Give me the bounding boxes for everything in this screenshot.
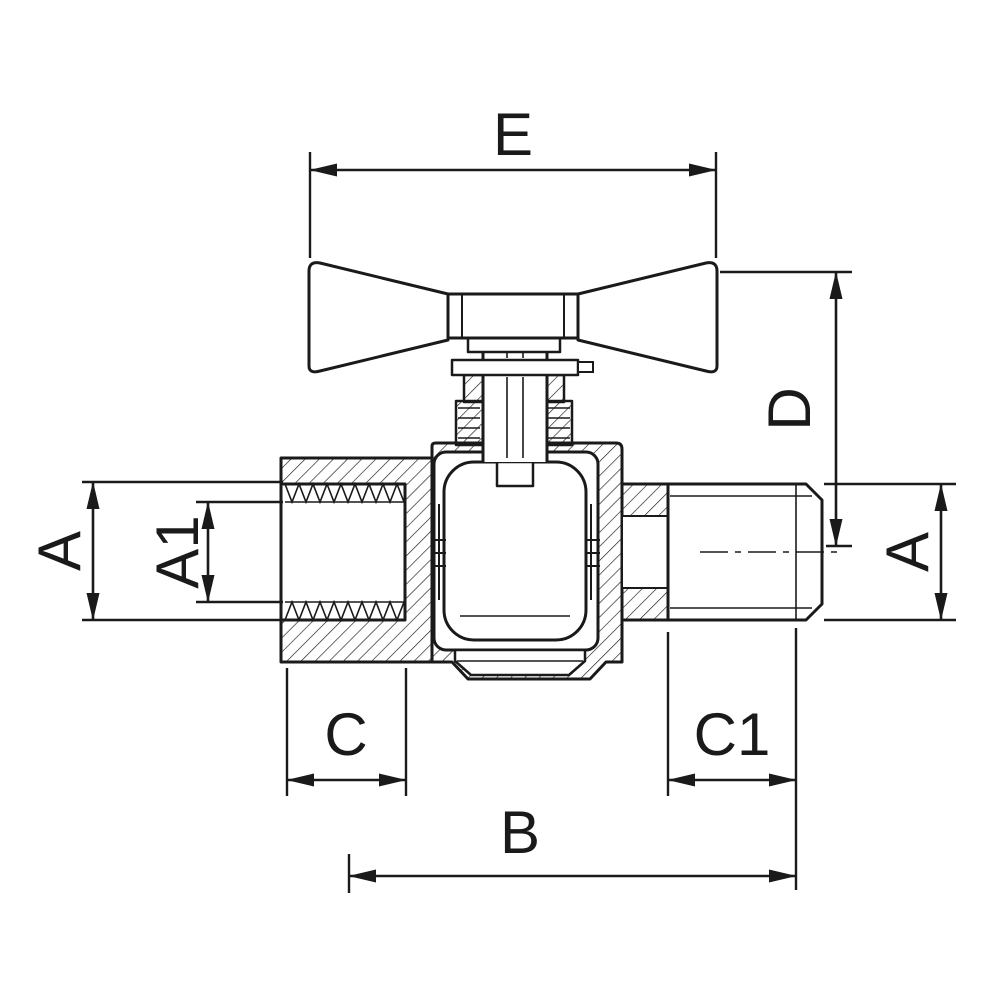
female-bore xyxy=(279,482,407,622)
ball-seats xyxy=(432,504,600,600)
butterfly-handle xyxy=(307,261,719,374)
bottom-retainer xyxy=(453,648,587,677)
dimension-label-a1: A1 xyxy=(144,515,211,588)
dimension-label-c1: C1 xyxy=(694,701,771,768)
dimension-label-b: B xyxy=(500,799,540,866)
ball-stem-slot xyxy=(495,460,535,488)
stem-gland-assembly xyxy=(450,332,594,462)
handle-right-wing xyxy=(576,261,719,374)
male-thread-body xyxy=(666,482,824,622)
dimension-E: E xyxy=(308,101,718,258)
dimension-C: C xyxy=(285,668,408,796)
dimension-A-right: A xyxy=(824,482,956,622)
bonnet-thread-marks xyxy=(458,407,570,439)
dimension-A-left: A xyxy=(26,480,283,622)
dimension-D: D xyxy=(720,270,852,548)
dimension-label-a-left: A xyxy=(26,531,93,571)
dimension-C1: C1 xyxy=(666,628,798,890)
handle-left-wing xyxy=(307,261,450,374)
dimension-label-e: E xyxy=(493,101,533,168)
stem-flange xyxy=(450,358,580,377)
flow-bore xyxy=(623,517,667,587)
dimension-A1: A1 xyxy=(144,500,283,604)
valve-body-right-male-end xyxy=(620,482,844,622)
dimension-label-d: D xyxy=(756,387,823,430)
stem xyxy=(483,332,547,462)
dimension-label-c: C xyxy=(324,701,367,768)
dimension-B: B xyxy=(347,799,797,893)
ball xyxy=(442,460,588,642)
valve-body-center xyxy=(430,441,624,681)
handle-stop-tab xyxy=(577,361,594,373)
internal-thread xyxy=(284,481,405,623)
valve-body-left-female-end xyxy=(279,456,434,664)
stem-cap xyxy=(466,336,562,354)
handle-hub xyxy=(446,292,580,340)
dimension-label-a-right: A xyxy=(874,532,941,572)
